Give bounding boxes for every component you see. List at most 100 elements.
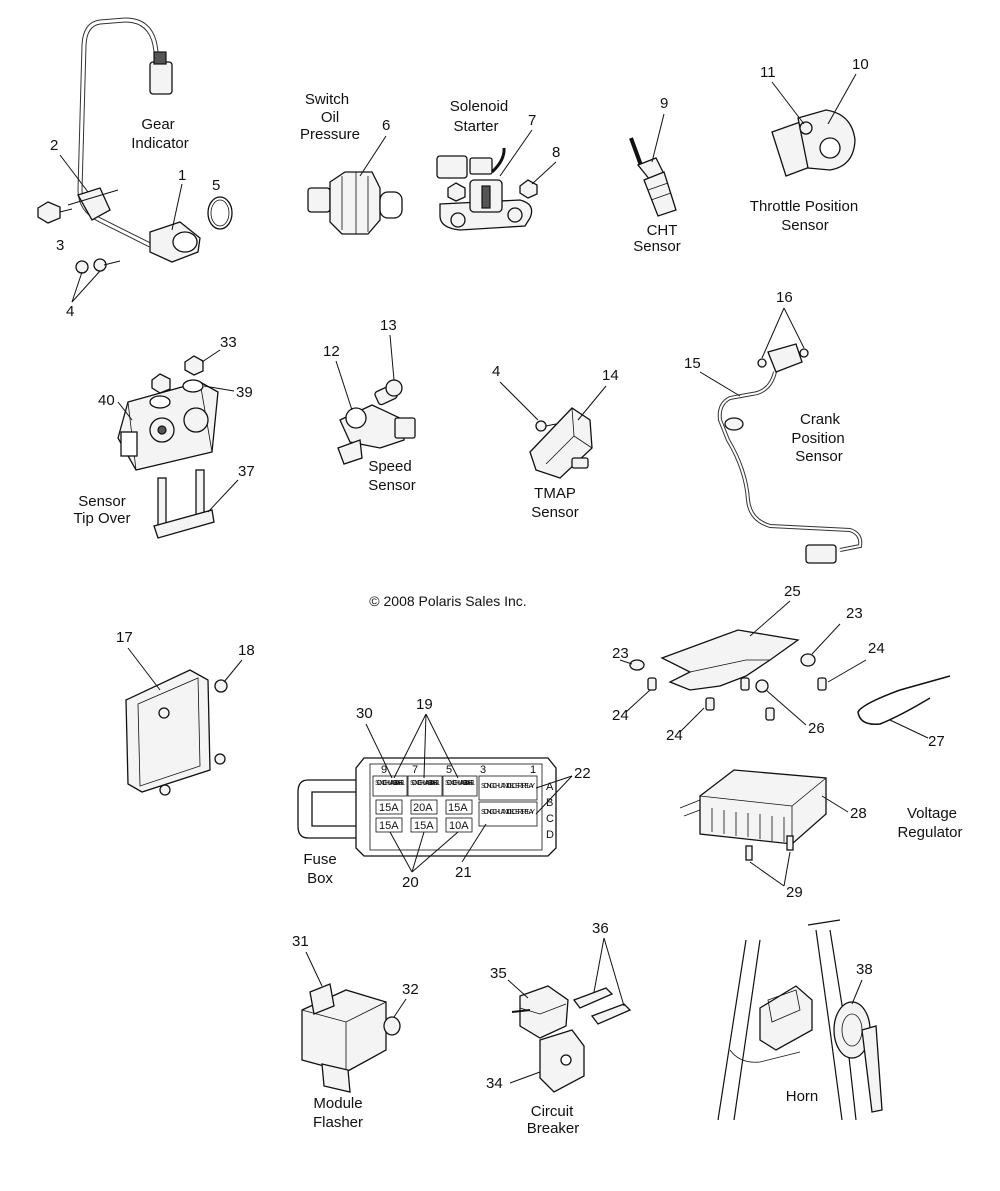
callout-32: 32 bbox=[402, 981, 419, 998]
caption-breaker: Breaker bbox=[527, 1120, 580, 1137]
caption-tmap-sensor: Sensor bbox=[531, 504, 579, 521]
callout-26: 26 bbox=[808, 720, 825, 737]
caption-cht: CHT bbox=[647, 222, 678, 239]
relay-big-1: SONG CHUAN 301-1C-S-R1 RELAY bbox=[481, 783, 535, 790]
callout-39: 39 bbox=[236, 384, 253, 401]
callout-24c: 24 bbox=[868, 640, 885, 657]
crank-position-sensor bbox=[767, 343, 803, 373]
callout-16: 16 bbox=[776, 289, 793, 306]
callout-22: 22 bbox=[574, 765, 591, 782]
slot-7: 7 bbox=[412, 764, 418, 776]
callout-3: 3 bbox=[56, 237, 64, 254]
fuse-box bbox=[355, 757, 557, 857]
caption-throttle-sensor: Sensor bbox=[781, 217, 829, 234]
callout-23b: 23 bbox=[846, 605, 863, 622]
callout-35: 35 bbox=[490, 965, 507, 982]
callout-1: 1 bbox=[178, 167, 186, 184]
speed-sensor-assembly: 12 13 Speed Sensor bbox=[323, 317, 416, 494]
breaker-35 bbox=[519, 985, 569, 1039]
bracket-assembly: 25 23 23 24 24 24 26 27 bbox=[612, 583, 951, 750]
callout-8: 8 bbox=[552, 144, 560, 161]
caption-gear-indicator-1: Gear bbox=[141, 116, 174, 133]
callout-20: 20 bbox=[402, 874, 419, 891]
callout-9: 9 bbox=[660, 95, 668, 112]
gear-indicator-assembly: 1 2 3 5 4 Gear Indicator bbox=[37, 17, 233, 320]
horn-assembly: 38 Horn bbox=[717, 919, 883, 1121]
callout-33: 33 bbox=[220, 334, 237, 351]
gear-connector bbox=[149, 61, 173, 95]
slot-3: 3 bbox=[480, 764, 486, 776]
caption-gear-indicator-2: Indicator bbox=[131, 135, 189, 152]
caption-solenoid: Solenoid bbox=[450, 98, 508, 115]
fuse-15a-2: 15A bbox=[448, 802, 468, 814]
caption-pressure: Pressure bbox=[300, 126, 360, 143]
caption-fuse: Fuse bbox=[303, 851, 336, 868]
relay-text-1: SONG CHUAN 303-1AH -S-R1 bbox=[375, 780, 405, 787]
caption-regulator: Regulator bbox=[897, 824, 962, 841]
tip-over-sensor-assembly: 33 39 40 37 Sensor Tip Over bbox=[74, 334, 255, 539]
fuse-15a-1: 15A bbox=[379, 802, 399, 814]
callout-14: 14 bbox=[602, 367, 619, 384]
callout-17: 17 bbox=[116, 629, 133, 646]
crank-connector bbox=[805, 544, 837, 564]
fuse-15a-3: 15A bbox=[379, 820, 399, 832]
mounting-bracket bbox=[660, 629, 800, 691]
slot-9: 9 bbox=[381, 764, 387, 776]
voltage-regulator-assembly: 28 29 Voltage Regulator bbox=[679, 769, 963, 901]
callout-30: 30 bbox=[356, 705, 373, 722]
relay-text-3: SONG CHUAN 303-1AH -S-R1 bbox=[445, 780, 475, 787]
fuse-15a-4: 15A bbox=[414, 820, 434, 832]
caption-starter: Starter bbox=[453, 118, 498, 135]
horn-bracket-mount bbox=[759, 985, 813, 1051]
callout-21: 21 bbox=[455, 864, 472, 881]
callout-24b: 24 bbox=[666, 727, 683, 744]
callout-2: 2 bbox=[50, 137, 58, 154]
callout-6: 6 bbox=[382, 117, 390, 134]
caption-crank-sensor: Sensor bbox=[795, 448, 843, 465]
callout-12: 12 bbox=[323, 343, 340, 360]
caption-sensor: Sensor bbox=[78, 493, 126, 510]
crank-position-sensor-assembly: 16 15 Crank Position Sensor bbox=[684, 289, 863, 564]
row-d: D bbox=[546, 829, 554, 841]
bracket bbox=[77, 187, 111, 221]
switch-oil-pressure-assembly: Switch Oil Pressure 6 bbox=[300, 91, 403, 235]
callout-28: 28 bbox=[850, 805, 867, 822]
callout-24a: 24 bbox=[612, 707, 629, 724]
caption-module: Module bbox=[313, 1095, 362, 1112]
ecu-plate-assembly: 17 18 bbox=[116, 629, 255, 796]
callout-11: 11 bbox=[760, 64, 776, 81]
cht-sensor bbox=[643, 171, 677, 217]
slot-1: 1 bbox=[530, 764, 536, 776]
fuse-box-assembly: 9 7 5 3 1 A B C D SONG CHUAN 303-1AH -S-… bbox=[297, 696, 591, 891]
caption-crank-position: Position bbox=[791, 430, 844, 447]
caption-tip-over: Tip Over bbox=[74, 510, 131, 527]
callout-36: 36 bbox=[592, 920, 609, 937]
oil-pressure-switch bbox=[329, 171, 381, 235]
callout-27: 27 bbox=[928, 733, 945, 750]
callout-34: 34 bbox=[486, 1075, 503, 1092]
caption-box: Box bbox=[307, 870, 333, 887]
caption-circuit: Circuit bbox=[531, 1103, 574, 1120]
copyright-notice: © 2008 Polaris Sales Inc. bbox=[369, 593, 526, 609]
callout-37: 37 bbox=[238, 463, 255, 480]
cht-sensor-assembly: 9 CHT Sensor bbox=[629, 95, 681, 255]
callout-31: 31 bbox=[292, 933, 309, 950]
caption-tmap: TMAP bbox=[534, 485, 576, 502]
tmap-sensor-assembly: 4 14 TMAP Sensor bbox=[492, 363, 619, 521]
fuse-10a: 10A bbox=[449, 820, 469, 832]
callout-23a: 23 bbox=[612, 645, 629, 662]
callout-10: 10 bbox=[852, 56, 869, 73]
caption-speed: Speed bbox=[368, 458, 411, 475]
row-c: C bbox=[546, 813, 554, 825]
callout-13: 13 bbox=[380, 317, 397, 334]
callout-40: 40 bbox=[98, 392, 115, 409]
caption-oil: Oil bbox=[321, 109, 339, 126]
caption-voltage: Voltage bbox=[907, 805, 957, 822]
o-ring bbox=[207, 196, 233, 230]
caption-horn: Horn bbox=[786, 1088, 819, 1105]
callout-29: 29 bbox=[786, 884, 803, 901]
caption-cht-sensor: Sensor bbox=[633, 238, 681, 255]
caption-speed-sensor: Sensor bbox=[368, 477, 416, 494]
caption-crank: Crank bbox=[800, 411, 841, 428]
